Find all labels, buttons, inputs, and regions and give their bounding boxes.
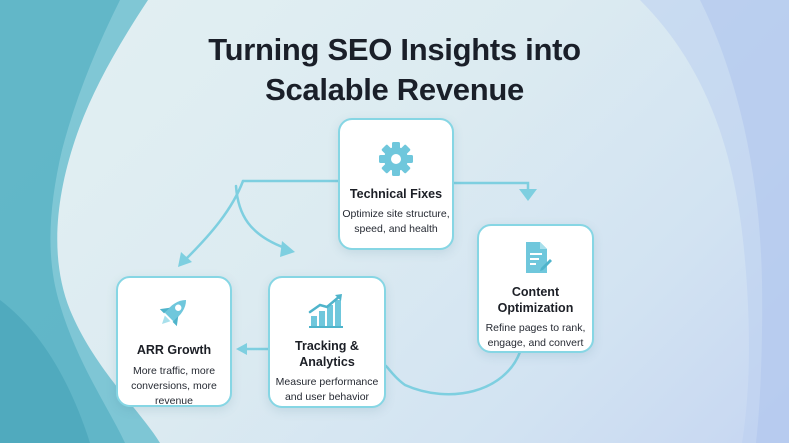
card-description: Optimize site structure, speed, and heal… [340,207,452,237]
document-edit-icon [525,242,552,273]
desc-line: Refine pages to rank, [485,322,586,334]
arrowhead-tracking [280,241,295,257]
connector-to-tracking [234,184,287,250]
title-line-1: Turning SEO Insights into [208,32,581,67]
arrowhead-tracking-to-arr [236,343,247,355]
title-line: Optimization [497,301,574,315]
desc-line: conversions, more [131,380,217,392]
desc-line: speed, and health [354,223,438,235]
card-arr-growth: ARR Growth More traffic, more conversion… [116,276,232,407]
title-line: Content [511,285,560,299]
desc-line: revenue [155,395,193,407]
gear-icon [379,142,413,176]
card-title: ARR Growth [136,343,212,357]
card-tracking-analytics: Tracking & Analytics Measure performance… [268,276,386,408]
desc-line: and user behavior [284,391,370,403]
connector-content-to-tracking [384,350,522,396]
title-line: Analytics [299,355,355,369]
title-line-2: Scalable Revenue [265,72,524,107]
card-title: Tracking & Analytics [270,338,384,370]
page-title: Turning SEO Insights into Scalable Reven… [0,30,789,110]
title-line: Tracking & [295,339,359,353]
card-technical-fixes: Technical Fixes Optimize site structure,… [338,118,454,250]
rocket-icon [159,299,187,327]
card-content-optimization: Content Optimization Refine pages to ran… [477,224,594,353]
bar-chart-icon [308,294,343,328]
desc-line: More traffic, more [132,365,216,377]
card-description: Measure performance and user behavior [270,375,384,405]
card-description: More traffic, more conversions, more rev… [118,364,230,409]
connector-technical-to-content [452,181,530,192]
card-description: Refine pages to rank, engage, and conver… [479,321,592,351]
card-title: Technical Fixes [349,187,443,201]
desc-line: engage, and convert [487,337,584,349]
desc-line: Optimize site structure, [342,208,450,220]
card-title: Content Optimization [479,284,592,316]
arrowhead-arr [178,252,192,267]
desc-line: Measure performance [275,376,379,388]
arrowhead-content [519,189,537,201]
connector-to-arr [185,179,245,260]
